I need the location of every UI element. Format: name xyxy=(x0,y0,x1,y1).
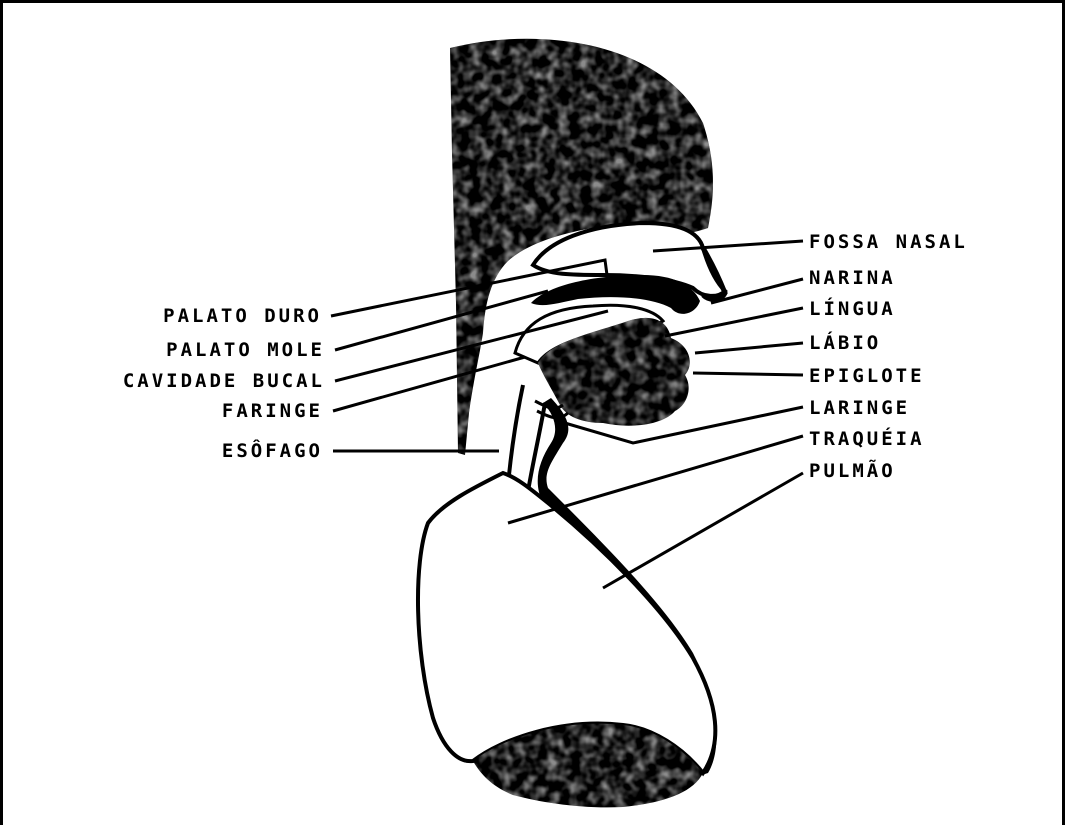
label-lingua: LÍNGUA xyxy=(809,298,896,320)
label-pulmao: PULMÃO xyxy=(809,460,896,482)
label-traqueia: TRAQUÉIA xyxy=(809,428,925,450)
leader-pulmao xyxy=(603,473,803,588)
label-laringe: LARINGE xyxy=(809,397,910,419)
leader-epiglote xyxy=(693,373,803,375)
label-labio: LÁBIO xyxy=(809,332,881,354)
leader-palato-mole xyxy=(335,291,548,350)
label-palato-duro: PALATO DURO xyxy=(163,305,322,327)
label-palato-mole: PALATO MOLE xyxy=(166,339,325,361)
label-epiglote: EPIGLOTE xyxy=(809,365,925,387)
label-esofago: ESÔFAGO xyxy=(222,440,323,462)
label-fossa-nasal: FOSSA NASAL xyxy=(809,231,968,253)
label-narina: NARINA xyxy=(809,267,896,289)
label-faringe: FARINGE xyxy=(222,400,323,422)
leader-faringe xyxy=(333,357,525,411)
leader-labio xyxy=(695,343,803,353)
label-cavidade-bucal: CAVIDADE BUCAL xyxy=(123,370,325,392)
